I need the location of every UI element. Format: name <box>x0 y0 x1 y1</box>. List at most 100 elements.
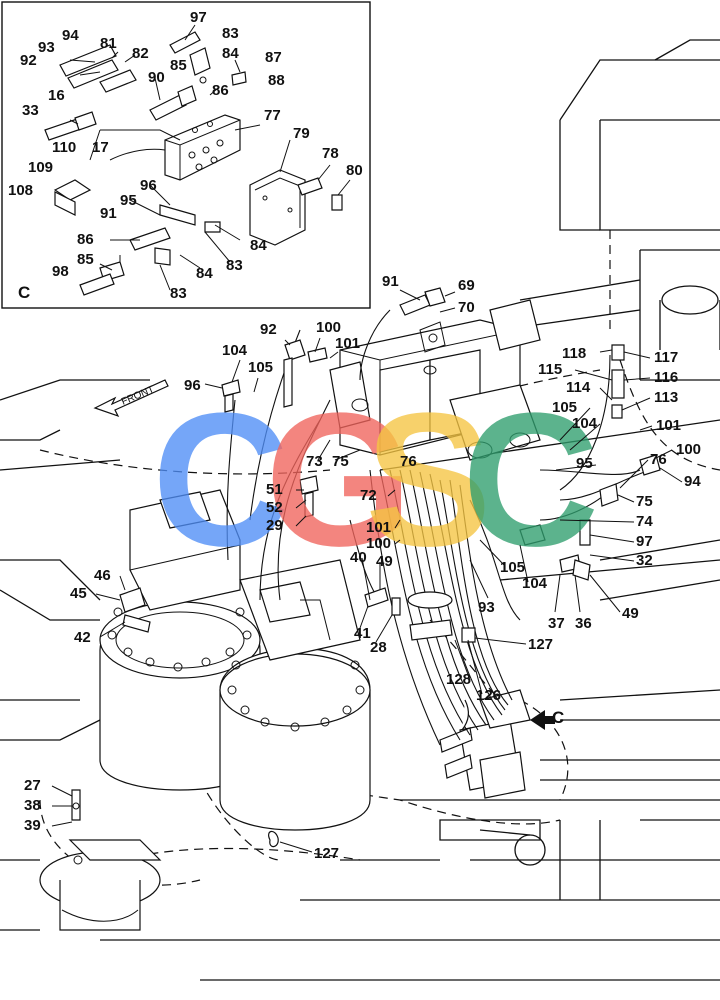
callout: 73 <box>306 453 323 470</box>
callout: 127 <box>528 636 553 653</box>
callout: 88 <box>268 72 285 89</box>
callout: 32 <box>636 552 653 569</box>
leader-lines <box>51 289 683 853</box>
main-callouts: 91 69 70 92 100 101 104 105 96 118 117 1… <box>24 273 701 862</box>
hose-bundle <box>226 309 651 746</box>
callout: 70 <box>458 299 475 316</box>
callout: 116 <box>654 369 678 386</box>
callout: 101 <box>366 519 391 536</box>
control-valve-assembly <box>329 299 541 461</box>
watermark: C G S C <box>152 374 599 586</box>
callout: 114 <box>566 379 591 396</box>
callout: 98 <box>52 263 69 280</box>
callout: 82 <box>132 45 149 62</box>
callout: 109 <box>28 159 53 176</box>
view-marker-c: C <box>530 708 564 730</box>
callout: 81 <box>100 35 117 52</box>
callout: 110 <box>52 139 76 156</box>
callout: 91 <box>100 205 117 222</box>
callout: 72 <box>360 487 377 504</box>
callout: 85 <box>170 57 187 74</box>
callout: 76 <box>400 453 417 470</box>
callout: 115 <box>538 361 562 378</box>
callout: 39 <box>24 817 41 834</box>
callout: 37 <box>548 615 565 632</box>
view-marker-label: C <box>552 708 564 727</box>
callout: 108 <box>8 182 33 199</box>
callout: 84 <box>222 45 239 62</box>
callout: 104 <box>572 415 598 432</box>
callout: 100 <box>676 441 701 458</box>
callout: 95 <box>576 455 593 472</box>
callout: 86 <box>212 82 229 99</box>
callout: 75 <box>636 493 653 510</box>
callout: 52 <box>266 499 283 516</box>
swivel-joint <box>39 789 162 931</box>
callout: 45 <box>70 585 87 602</box>
callout: 127 <box>314 845 339 862</box>
callout: 85 <box>77 251 94 268</box>
callout: 75 <box>332 453 349 470</box>
callout: 94 <box>684 473 701 490</box>
watermark-letter-1: C <box>152 374 289 586</box>
callout: 36 <box>575 615 592 632</box>
callout: 104 <box>522 575 548 592</box>
callout: 17 <box>92 139 109 156</box>
fittings-main <box>119 287 661 848</box>
watermark-letter-2: G <box>265 374 413 586</box>
callout: 83 <box>222 25 239 42</box>
inset-callouts: C 97 83 84 94 81 93 82 85 87 92 90 88 86… <box>8 9 363 302</box>
bolt-ring-center <box>227 660 365 732</box>
callout: 74 <box>636 513 653 530</box>
inset-detail-c <box>1 1 371 309</box>
callout: 105 <box>248 359 273 376</box>
callout: 90 <box>148 69 165 86</box>
callout: 101 <box>656 417 681 434</box>
callout: 96 <box>184 377 201 394</box>
callout: 113 <box>654 389 678 406</box>
callout: 93 <box>478 599 495 616</box>
callout: 101 <box>335 335 360 352</box>
callout: 28 <box>370 639 387 656</box>
callout: 69 <box>458 277 475 294</box>
callout: 84 <box>250 237 267 254</box>
callout: 84 <box>196 265 213 282</box>
callout: 40 <box>350 549 367 566</box>
callout: 78 <box>322 145 339 162</box>
callout: 104 <box>222 342 248 359</box>
callout: 27 <box>24 777 41 794</box>
callout: 83 <box>170 285 187 302</box>
pilot-valve-block <box>439 689 531 799</box>
callout: 33 <box>22 102 39 119</box>
callout: 100 <box>316 319 341 336</box>
callout: 77 <box>264 107 281 124</box>
callout: 93 <box>38 39 55 56</box>
callout: 51 <box>266 481 283 498</box>
callout: 97 <box>190 9 207 26</box>
watermark-letter-4: C <box>462 374 599 586</box>
callout: 105 <box>552 399 577 416</box>
callout: 95 <box>120 192 137 209</box>
callout: 94 <box>62 27 79 44</box>
callout: 117 <box>654 349 678 366</box>
callout: 128 <box>446 671 471 688</box>
callout: 86 <box>77 231 94 248</box>
callout: 83 <box>226 257 243 274</box>
callout: 29 <box>266 517 283 534</box>
callout: 92 <box>260 321 277 338</box>
callout: 97 <box>636 533 653 550</box>
callout: 38 <box>24 797 41 814</box>
callout: 49 <box>622 605 639 622</box>
callout: 96 <box>140 177 157 194</box>
callout: 42 <box>74 629 91 646</box>
callout: 118 <box>562 345 586 362</box>
inset-title: C <box>18 283 30 302</box>
bolt-ring-left <box>107 607 252 672</box>
swing-motor-center <box>219 559 371 831</box>
watermark-letter-3: S <box>365 374 492 586</box>
callout: 87 <box>265 49 282 66</box>
callout: 79 <box>293 125 310 142</box>
callout: 100 <box>366 535 391 552</box>
callout: 126 <box>476 687 501 704</box>
